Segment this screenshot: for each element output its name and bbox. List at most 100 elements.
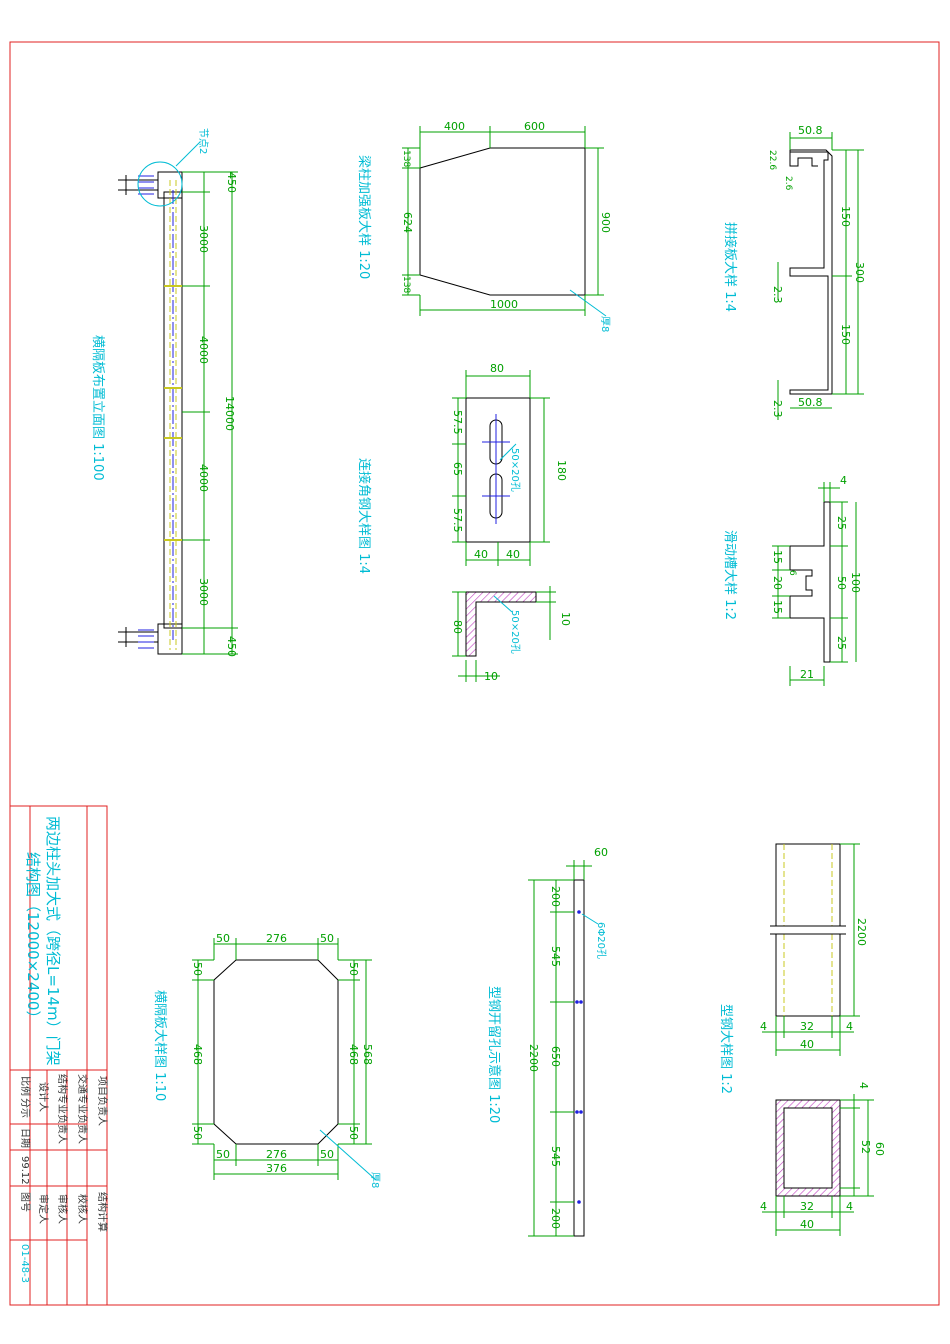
title-block: 两边柱头加大式（跨径L=14m）门架 结构图（12000×2400） 项目负责人… (9, 805, 109, 1306)
section-mark: 节点2 (197, 128, 209, 154)
elev-dim-0: 450 (225, 172, 238, 193)
sheet-border (9, 41, 940, 1306)
slide-dim-0: 4 (840, 474, 847, 487)
steel-dim-4: 40 (800, 1038, 814, 1051)
diaph-dim-5: 468 (191, 1044, 204, 1065)
joint-plate-profile (789, 149, 833, 395)
elev-dim-1: 3000 (197, 225, 210, 253)
steel-title: 型钢大样图 1:2 (718, 1004, 733, 1094)
elevation-view: 横隔板布置立面图 1:100 节点2 (90, 128, 238, 657)
diaph-dim-8: 50 (191, 1126, 204, 1140)
stiff-dim-1: 600 (524, 120, 545, 133)
slot-hole-label: 50×20孔 (509, 448, 521, 492)
steel-dim-10: 4 (846, 1200, 853, 1213)
elev-dim-6: 450 (225, 636, 238, 657)
angle-view: 连接角钢大样图 1:4 50×20孔 80 57.5 65 57.5 180 4… (356, 362, 572, 683)
tb-r2c1: 交通专业负责人 (76, 1074, 89, 1144)
hole-dim-1: 200 (549, 886, 562, 907)
diaph-dim-6: 468 (347, 1044, 360, 1065)
angle-dim-8: 10 (559, 612, 572, 626)
slide-dim-1: 25 (835, 516, 848, 530)
steel-dim-7: 52 (859, 1140, 872, 1154)
angle-dim-4: 180 (555, 460, 568, 481)
hole-dim-0: 60 (594, 846, 608, 859)
angle-title: 连接角钢大样图 1:4 (356, 458, 372, 574)
slide-dim-8: 25 (835, 636, 848, 650)
elevation-title: 横隔板布置立面图 1:100 (90, 335, 105, 481)
stiffener-title: 梁柱加强板大样 1:20 (356, 155, 371, 279)
hole-mark: 6Φ20孔 (595, 922, 607, 959)
tb-scale-value: 分示 (19, 1098, 31, 1118)
slot-hole-label-2: 50×20孔 (509, 610, 521, 654)
diaph-dim-1: 276 (266, 932, 287, 945)
diaph-dim-12: 50 (320, 1148, 334, 1161)
hole-dim-2: 545 (549, 946, 562, 967)
steel-dim-9: 32 (800, 1200, 814, 1213)
joint-dim-5: 2.3 (771, 286, 784, 304)
joint-dim-7: 2.3 (771, 400, 784, 418)
diaphragm-title: 横隔板大样图 1:10 (152, 990, 167, 1101)
joint-plate-view: 拼接板大样 1:4 50.8 22.6 2.6 150 300 2.3 150 … (722, 124, 866, 420)
diaph-dim-2: 50 (320, 932, 334, 945)
tb-r3c2: 审核人 (56, 1194, 69, 1224)
hole-beam (573, 879, 585, 1237)
stiffener-plate (419, 147, 586, 296)
angle-dim-0: 80 (490, 362, 504, 375)
joint-dim-4: 300 (853, 262, 866, 283)
elev-dim-4: 4000 (197, 464, 210, 492)
steel-dim-3: 4 (846, 1020, 853, 1033)
stiff-dim-3: 624 (401, 212, 414, 233)
slide-dim-9: 21 (800, 668, 814, 681)
diaph-dim-7: 568 (361, 1044, 374, 1065)
stiffener-view: 梁柱加强板大样 1:20 400 600 138 624 138 900 100… (356, 120, 612, 332)
joint-plate-title: 拼接板大样 1:4 (722, 222, 738, 312)
slide-dim-3: 20 (771, 576, 784, 590)
tb-scale-label: 比例 (19, 1076, 32, 1096)
angle-dim-5: 40 (474, 548, 488, 561)
tb-date-label: 日期 (19, 1128, 31, 1148)
slide-profile (789, 501, 831, 663)
diaph-dim-11: 276 (266, 1148, 287, 1161)
joint-dim-2: 2.6 (783, 176, 793, 191)
tb-no-value: 01-48-3 (19, 1244, 30, 1283)
joint-dim-6: 150 (839, 324, 852, 345)
diaphragm-plate (213, 959, 339, 1145)
steel-dim-5: 4 (857, 1082, 870, 1089)
steel-view: 型钢大样图 1:2 2200 4 32 4 40 (718, 843, 886, 1236)
stiff-dim-5: 900 (599, 212, 612, 233)
hole-view: 型钢开留孔示意图 1:20 6Φ20孔 60 200 545 650 2200 … (486, 846, 608, 1237)
hole-dim-3: 650 (549, 1046, 562, 1067)
slide-title: 滑动槽大样 1:2 (722, 530, 737, 620)
hole-title: 型钢开留孔示意图 1:20 (486, 986, 502, 1123)
tb-no-label: 图号 (19, 1192, 31, 1212)
tb-date-value: 99.12 (19, 1156, 30, 1185)
angle-dim-7: 80 (451, 620, 464, 634)
project-title-2: 结构图（12000×2400） (24, 852, 42, 1025)
diaph-thickness: 厚8 (369, 1172, 381, 1188)
angle-dim-1: 57.5 (451, 410, 464, 435)
stiff-thickness: 厚8 (599, 316, 611, 332)
steel-dim-0: 2200 (855, 918, 868, 946)
slide-dim-2: 15 (771, 550, 784, 564)
tb-r3c1: 结构专业负责人 (56, 1074, 69, 1144)
elev-dim-3: 14000 (223, 396, 236, 431)
angle-dim-9: 10 (484, 670, 498, 683)
diaph-dim-3: 50 (191, 962, 204, 976)
elev-dim-5: 3000 (197, 578, 210, 606)
hole-dim-4: 2200 (527, 1044, 540, 1072)
stiff-dim-2: 138 (401, 150, 411, 167)
slide-dim-5: 15 (771, 600, 784, 614)
joint-dim-3: 150 (839, 206, 852, 227)
stiff-dim-6: 1000 (490, 298, 518, 311)
angle-dim-6: 40 (506, 548, 520, 561)
steel-dim-2: 32 (800, 1020, 814, 1033)
steel-dim-8: 4 (760, 1200, 767, 1213)
slide-dim-6: 50 (835, 576, 848, 590)
diaph-dim-4: 50 (347, 962, 360, 976)
tb-r4c2: 审定人 (37, 1194, 50, 1224)
joint-dim-8: 50.8 (798, 396, 823, 409)
diaph-dim-0: 50 (216, 932, 230, 945)
stiff-dim-0: 400 (444, 120, 465, 133)
steel-dim-11: 40 (800, 1218, 814, 1231)
